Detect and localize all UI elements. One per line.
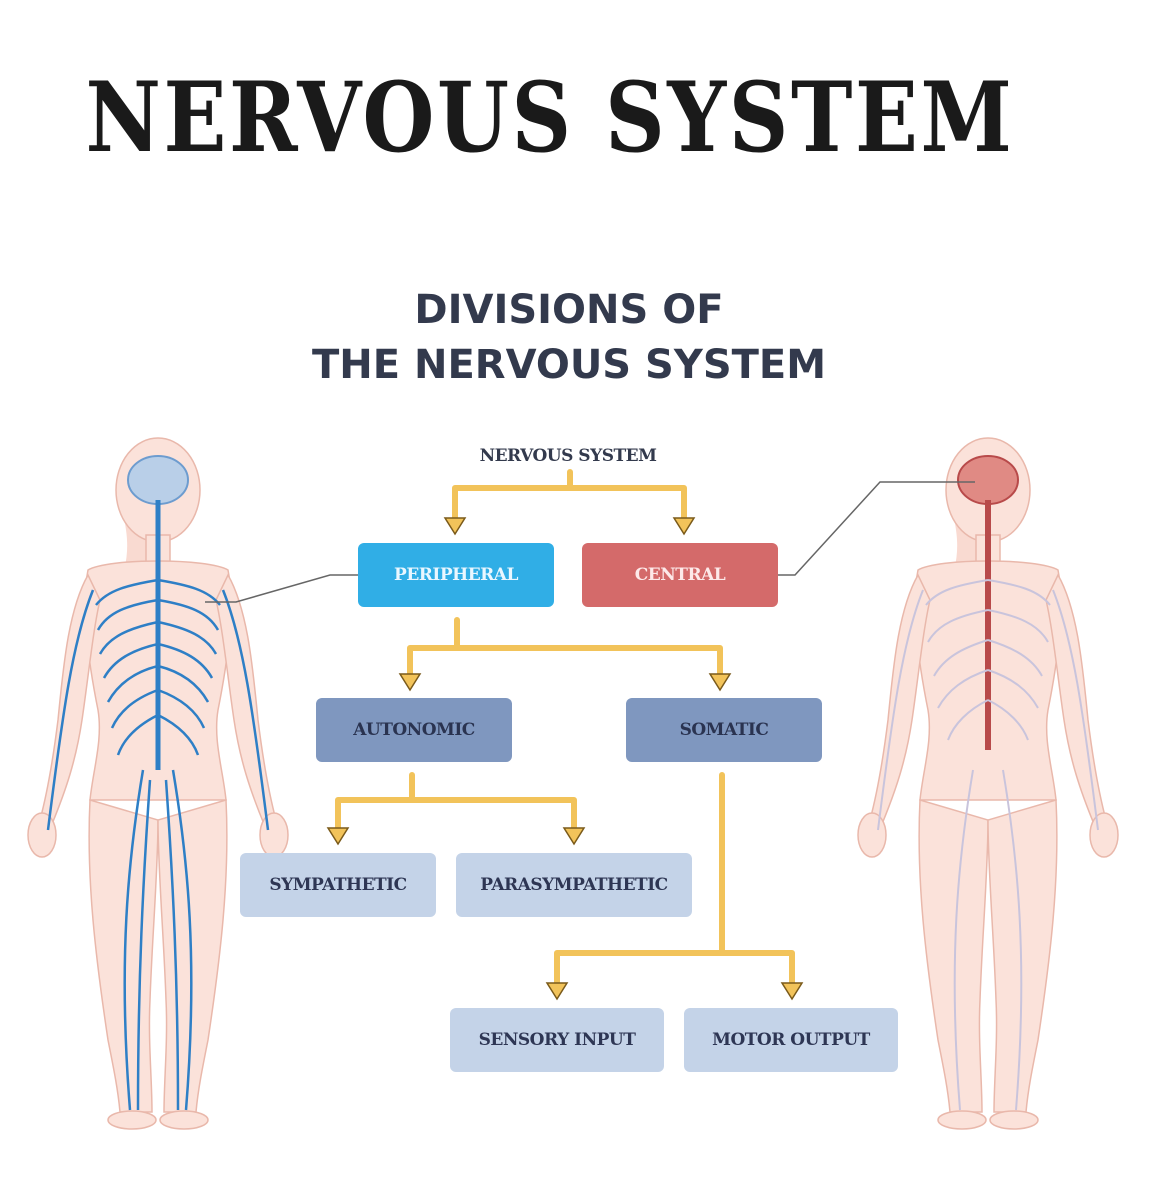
peripheral-connector-line (205, 574, 358, 603)
motor-output-box: MOTOR OUTPUT (684, 1008, 898, 1072)
left-figure-peripheral-nerves (27, 437, 289, 1130)
peripheral-box: PERIPHERAL (358, 543, 554, 607)
parasympathetic-box: PARASYMPATHETIC (456, 853, 692, 917)
diagram-heading-line2: THE NERVOUS SYSTEM (311, 342, 827, 388)
central-box: CENTRAL (582, 543, 778, 607)
autonomic-box: AUTONOMIC (316, 698, 512, 762)
arrow-somatic-split (554, 772, 795, 988)
main-title: NERVOUS SYSTEM (85, 61, 1015, 174)
somatic-box: SOMATIC (626, 698, 822, 762)
arrow-autonomic-split (335, 772, 577, 833)
arrow-peripheral-split (407, 617, 723, 679)
right-figure-central-nerves (857, 437, 1119, 1130)
sensory-input-box: SENSORY INPUT (450, 1008, 664, 1072)
sympathetic-box: SYMPATHETIC (240, 853, 436, 917)
nervous-system-root-label: NERVOUS SYSTEM (479, 446, 657, 466)
central-connector-line (778, 481, 975, 576)
diagram-heading-line1: DIVISIONS OF (414, 287, 724, 333)
arrow-root-split (452, 469, 687, 523)
